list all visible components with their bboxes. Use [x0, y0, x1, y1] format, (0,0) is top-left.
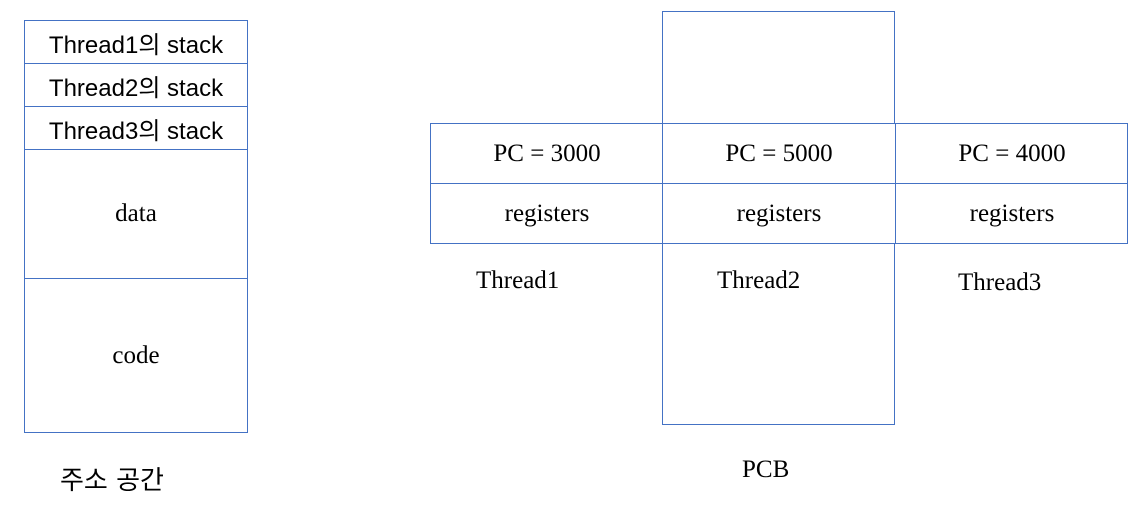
thread1-stack-segment: Thread1의 stack — [25, 21, 247, 64]
pc-value-thread3: PC = 4000 — [958, 140, 1066, 167]
pc-cell-thread2: PC = 5000 — [663, 124, 895, 184]
registers-label-thread2: registers — [736, 200, 822, 227]
code-segment: code — [25, 279, 247, 432]
pc-value-thread1: PC = 3000 — [493, 140, 601, 167]
thread1-stack-label: Thread1의 stack — [48, 31, 224, 59]
pcb-caption: PCB — [742, 456, 790, 483]
thread3-stack-segment: Thread3의 stack — [25, 107, 247, 150]
registers-cell-thread3: registers — [896, 184, 1128, 244]
pc-value-thread2: PC = 5000 — [725, 140, 833, 167]
pcb-divider — [895, 124, 896, 183]
pcb-pc-row: PC = 3000 PC = 5000 PC = 4000 — [430, 123, 1128, 184]
thread2-label: Thread2 — [717, 267, 801, 294]
registers-label-thread3: registers — [969, 200, 1055, 227]
pcb-divider — [662, 184, 663, 243]
thread2-stack-segment: Thread2의 stack — [25, 64, 247, 107]
thread1-label: Thread1 — [476, 267, 560, 294]
address-space-caption: 주소 공간 — [60, 466, 164, 496]
pcb-divider — [662, 124, 663, 183]
registers-label-thread1: registers — [504, 200, 590, 227]
pc-cell-thread3: PC = 4000 — [896, 124, 1128, 184]
code-segment-label: code — [112, 341, 160, 369]
pcb-divider — [895, 184, 896, 243]
registers-cell-thread2: registers — [663, 184, 895, 244]
registers-cell-thread1: registers — [431, 184, 663, 244]
data-segment: data — [25, 150, 247, 279]
pc-cell-thread1: PC = 3000 — [431, 124, 663, 184]
address-space-box: Thread1의 stack Thread2의 stack Thread3의 s… — [24, 20, 248, 433]
data-segment-label: data — [115, 200, 157, 227]
thread3-stack-label: Thread3의 stack — [48, 117, 224, 145]
thread3-label: Thread3 — [958, 269, 1042, 296]
pcb-registers-row: registers registers registers — [430, 183, 1128, 244]
thread2-stack-label: Thread2의 stack — [48, 74, 224, 102]
